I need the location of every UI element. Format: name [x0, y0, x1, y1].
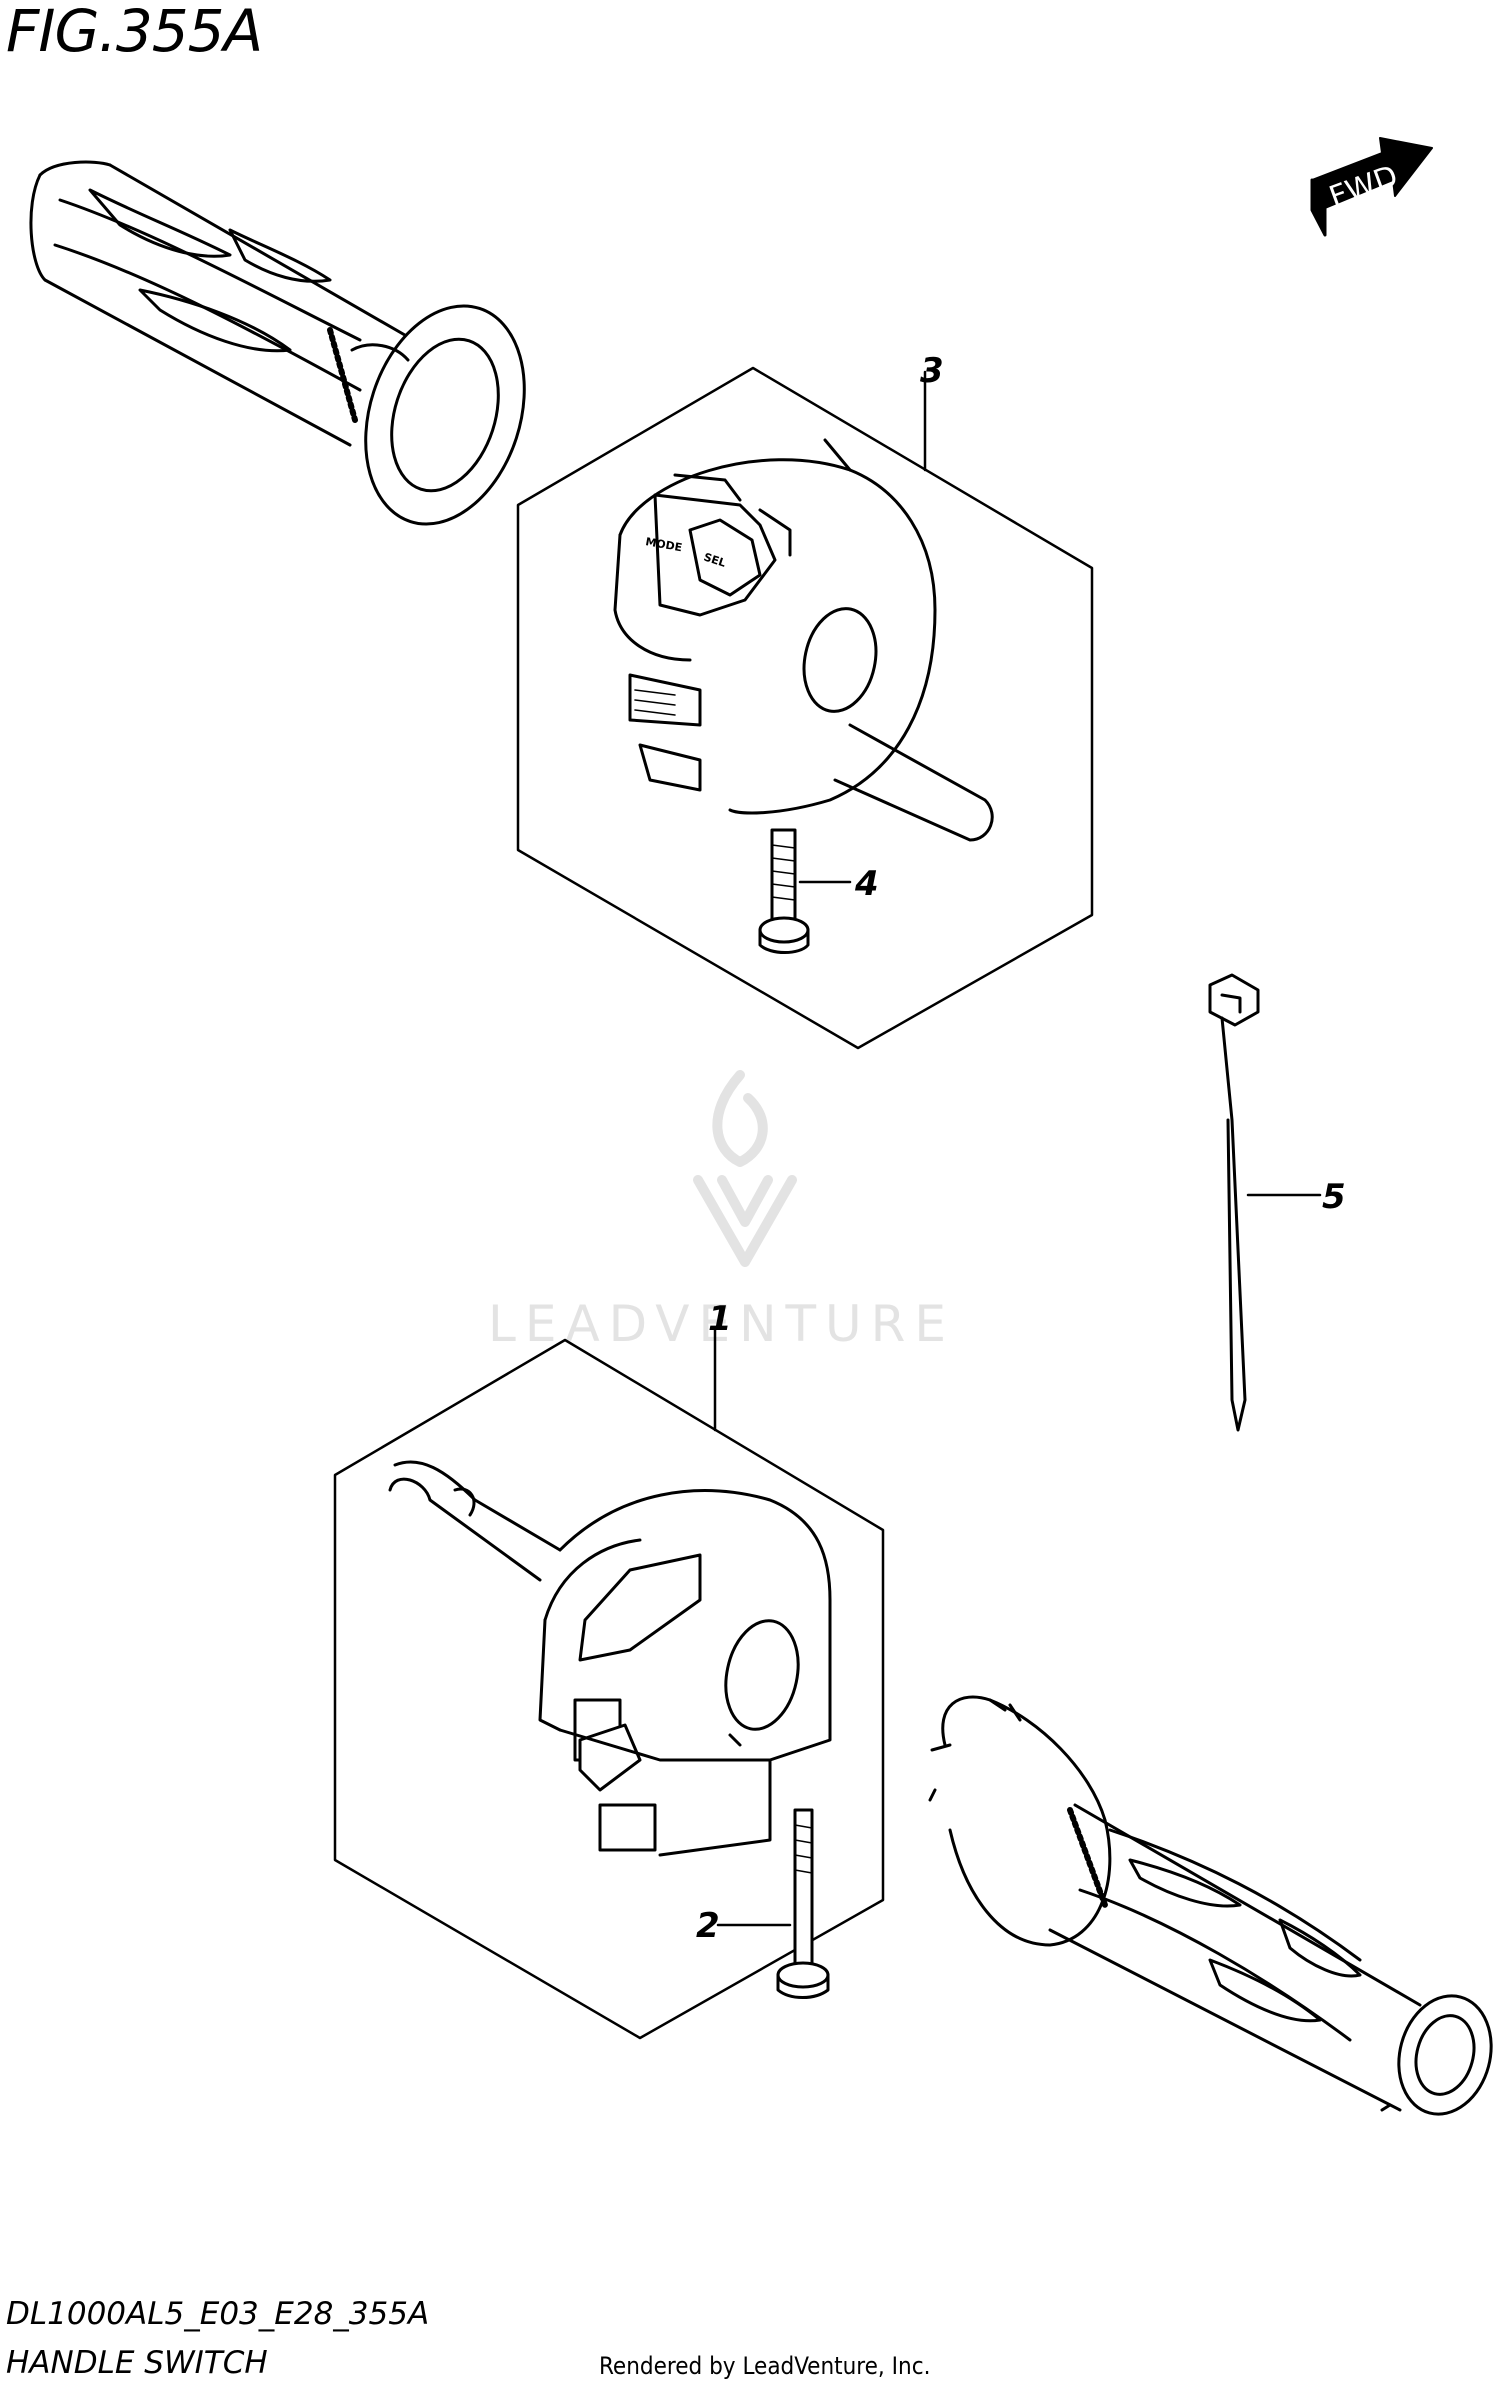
left-grip [928, 1695, 1493, 2116]
fwd-arrow-icon: FWD [1310, 137, 1433, 237]
leadventure-logo-icon [693, 1070, 797, 1267]
screw-left[interactable] [776, 1808, 830, 1999]
callout-1: 1 [708, 1299, 732, 1339]
watermark-text: LEADVENTURE [488, 1295, 955, 1353]
model-code: DL1000AL5_E03_E28_355A [6, 2296, 430, 2332]
callout-3: 3 [920, 351, 944, 391]
cable-tie[interactable] [1208, 973, 1322, 1432]
rendered-by: Rendered by LeadVenture, Inc. [599, 2352, 931, 2380]
figure-title: FIG.355A [6, 0, 263, 65]
callout-5: 5 [1322, 1177, 1346, 1217]
screw-right[interactable] [758, 828, 810, 954]
switch-left-group [333, 1328, 885, 2040]
mode-label: MODE [644, 535, 683, 554]
switch-right-group: MODE SEL [516, 366, 1094, 1050]
callout-4: 4 [854, 864, 879, 904]
right-grip [29, 160, 526, 526]
handle-switch-right[interactable]: MODE SEL [613, 438, 994, 842]
figure-caption: HANDLE SWITCH [6, 2345, 268, 2381]
callout-2: 2 [696, 1906, 720, 1946]
handle-switch-left[interactable] [388, 1460, 832, 1857]
